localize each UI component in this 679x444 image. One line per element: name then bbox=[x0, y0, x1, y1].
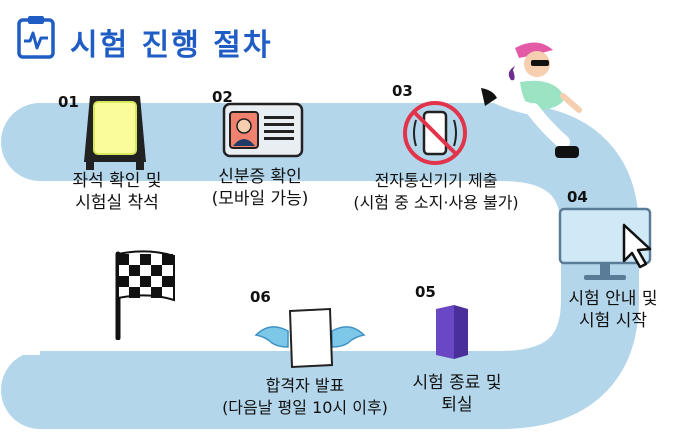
step-label-01-line1: 좌석 확인 및 bbox=[72, 171, 162, 191]
step-label-05-line2: 퇴실 bbox=[441, 395, 473, 415]
winged-paper-icon bbox=[254, 307, 366, 369]
step-label-03: 전자통신기기 제출 (시험 중 소지·사용 불가) bbox=[326, 170, 546, 214]
no-phone-icon bbox=[403, 101, 467, 165]
step-label-01-line2: 시험실 착석 bbox=[75, 193, 159, 213]
door-icon bbox=[436, 305, 468, 359]
step-number-06: 06 bbox=[250, 288, 271, 306]
step-number-02: 02 bbox=[212, 88, 233, 106]
step-number-03: 03 bbox=[392, 82, 413, 100]
step-label-02-line2: (모바일 가능) bbox=[211, 189, 309, 209]
step-number-01: 01 bbox=[58, 93, 79, 111]
page-title: 시험 진행 절차 bbox=[70, 28, 273, 63]
runner-illustration bbox=[481, 42, 582, 158]
sandwich-board-icon bbox=[84, 96, 146, 170]
step-label-06-line1: 합격자 발표 bbox=[265, 376, 345, 395]
clipboard-icon bbox=[17, 16, 55, 59]
step-number-04: 04 bbox=[567, 188, 588, 206]
step-label-05: 시험 종료 및 퇴실 bbox=[392, 372, 522, 416]
step-label-02-line1: 신분증 확인 bbox=[218, 167, 302, 187]
step-label-04: 시험 안내 및 시험 시작 bbox=[550, 288, 676, 332]
step-label-03-line2: (시험 중 소지·사용 불가) bbox=[353, 193, 519, 212]
step-label-01: 좌석 확인 및 시험실 착석 bbox=[52, 170, 182, 214]
step-label-05-line1: 시험 종료 및 bbox=[412, 373, 502, 393]
step-label-02: 신분증 확인 (모바일 가능) bbox=[190, 166, 330, 210]
step-label-03-line1: 전자통신기기 제출 bbox=[374, 171, 498, 190]
step-label-04-line2: 시험 시작 bbox=[579, 311, 647, 331]
id-card-icon bbox=[222, 102, 304, 158]
step-number-05: 05 bbox=[415, 283, 436, 301]
checkered-flag-icon bbox=[115, 250, 175, 340]
step-label-06: 합격자 발표 (다음날 평일 10시 이후) bbox=[200, 375, 410, 419]
step-label-04-line1: 시험 안내 및 bbox=[568, 289, 658, 309]
monitor-cursor-icon bbox=[558, 207, 652, 280]
step-label-06-line2: (다음날 평일 10시 이후) bbox=[222, 398, 388, 417]
